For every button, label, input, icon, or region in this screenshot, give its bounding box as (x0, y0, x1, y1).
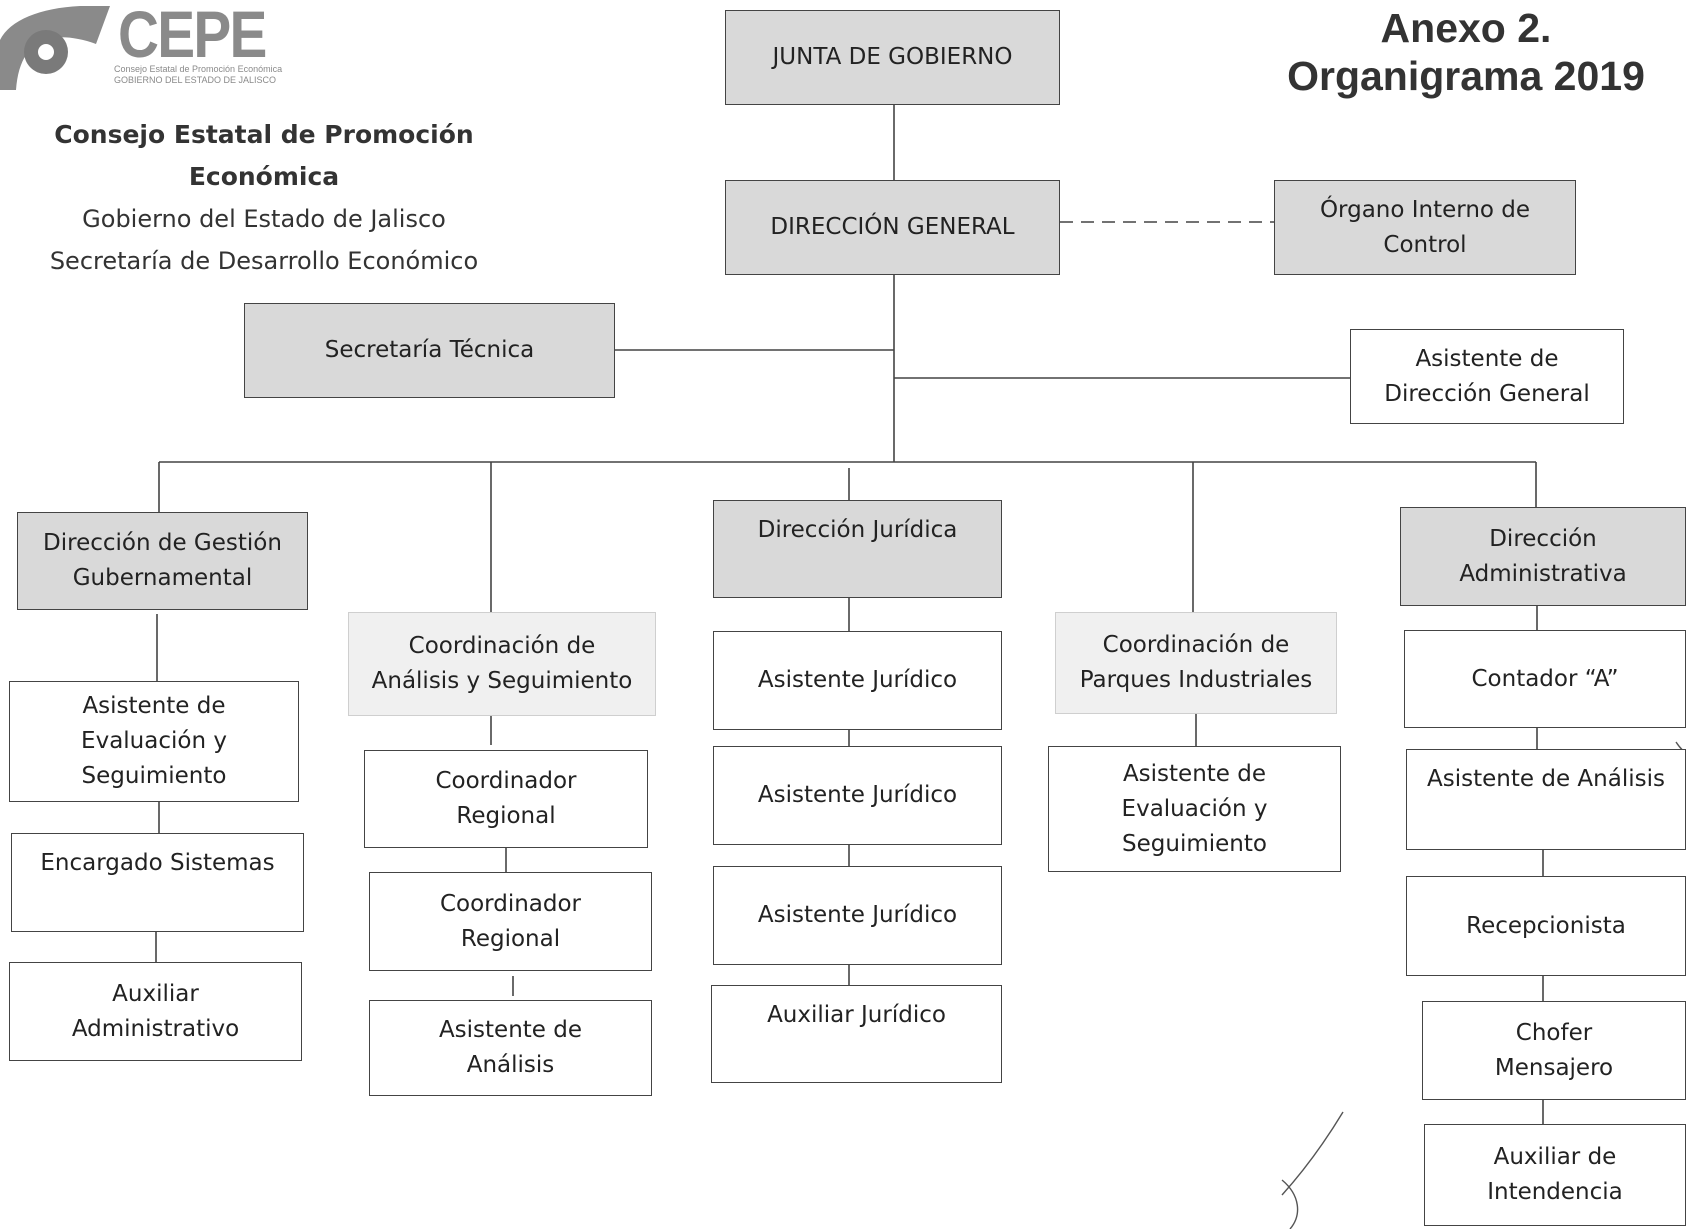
node-direccion-general: DIRECCIÓN GENERAL (725, 180, 1060, 275)
node-label: Coordinación de Análisis y Seguimiento (371, 633, 633, 694)
organization-name: Consejo Estatal de Promoción Económica (54, 120, 474, 191)
node-label: Encargado Sistemas (40, 850, 275, 876)
node-direccion-juridica: Dirección Jurídica (713, 500, 1002, 598)
node-asistente-analisis-2: Asistente de Análisis (1406, 749, 1686, 850)
node-auxiliar-intendencia: Auxiliar de Intendencia (1424, 1124, 1686, 1226)
node-auxiliar-administrativo: Auxiliar Administrativo (9, 962, 302, 1061)
node-asistente-juridico-1: Asistente Jurídico (713, 631, 1002, 730)
node-label: Asistente de Análisis (1427, 766, 1665, 792)
page-title: Anexo 2. Organigrama 2019 (1256, 4, 1676, 100)
node-label: Secretaría Técnica (324, 337, 535, 363)
node-asistente-evaluacion-seguimiento-1: Asistente de Evaluación y Seguimiento (9, 681, 299, 802)
node-label: Asistente Jurídico (757, 902, 958, 928)
logo-subtitle: Consejo Estatal de Promoción Económica G… (114, 64, 282, 86)
node-coordinacion-parques-industriales: Coordinación de Parques Industriales (1055, 612, 1337, 714)
title-line-1: Anexo 2. (1380, 5, 1552, 51)
node-asistente-analisis-1: Asistente de Análisis (369, 1000, 652, 1096)
node-label: Órgano Interno de Control (1319, 196, 1531, 258)
node-encargado-sistemas: Encargado Sistemas (11, 833, 304, 932)
organization-line-2: Gobierno del Estado de Jalisco (82, 205, 446, 233)
node-asistente-juridico-2: Asistente Jurídico (713, 746, 1002, 845)
node-label: Contador “A” (1471, 665, 1619, 692)
node-label: Auxiliar de Intendencia (1487, 1144, 1623, 1205)
logo-mark-icon (0, 6, 110, 90)
node-contador-a: Contador “A” (1404, 630, 1686, 728)
logo-subtitle-line-2: GOBIERNO DEL ESTADO DE JALISCO (114, 75, 277, 85)
node-coordinador-regional-2: Coordinador Regional (369, 872, 652, 971)
node-label: Asistente de Análisis (438, 1017, 583, 1078)
cepe-logo: CEPE Consejo Estatal de Promoción Económ… (0, 0, 340, 100)
organization-header: Consejo Estatal de Promoción Económica G… (0, 114, 534, 282)
node-recepcionista: Recepcionista (1406, 876, 1686, 976)
node-label: Dirección de Gestión Gubernamental (43, 530, 282, 591)
node-label: Asistente de Evaluación y Seguimiento (1121, 760, 1268, 857)
node-label: Coordinador Regional (439, 890, 582, 952)
title-line-2: Organigrama 2019 (1287, 53, 1645, 99)
node-coordinacion-analisis-seguimiento: Coordinación de Análisis y Seguimiento (348, 612, 656, 716)
node-label: Chofer Mensajero (1494, 1019, 1614, 1081)
logo-subtitle-line-1: Consejo Estatal de Promoción Económica (114, 64, 283, 74)
node-label: Recepcionista (1466, 912, 1626, 939)
node-label: Asistente de Dirección General (1384, 345, 1590, 407)
node-organo-interno-de-control: Órgano Interno de Control (1274, 180, 1576, 275)
node-coordinador-regional-1: Coordinador Regional (364, 750, 648, 848)
node-label: JUNTA DE GOBIERNO (772, 44, 1013, 70)
node-label: DIRECCIÓN GENERAL (770, 214, 1015, 240)
node-asistente-evaluacion-seguimiento-2: Asistente de Evaluación y Seguimiento (1048, 746, 1341, 872)
node-label: Auxiliar Administrativo (71, 980, 240, 1042)
node-direccion-gestion-gubernamental: Dirección de Gestión Gubernamental (17, 512, 308, 610)
organization-line-3: Secretaría de Desarrollo Económico (49, 247, 479, 275)
node-label: Dirección Administrativa (1459, 525, 1627, 587)
node-label: Asistente Jurídico (757, 782, 958, 808)
logo-brand: CEPE (118, 0, 267, 71)
node-asistente-direccion-general: Asistente de Dirección General (1350, 329, 1624, 424)
node-chofer-mensajero: Chofer Mensajero (1422, 1001, 1686, 1100)
node-label: Coordinador Regional (435, 768, 577, 829)
node-asistente-juridico-3: Asistente Jurídico (713, 866, 1002, 965)
node-secretaria-tecnica: Secretaría Técnica (244, 303, 615, 398)
node-label: Dirección Jurídica (757, 517, 958, 543)
node-junta-de-gobierno: JUNTA DE GOBIERNO (725, 10, 1060, 105)
node-label: Asistente de Evaluación y Seguimiento (81, 693, 227, 789)
node-label: Coordinación de Parques Industriales (1079, 632, 1313, 693)
node-label: Auxiliar Jurídico (767, 1002, 946, 1028)
node-direccion-administrativa: Dirección Administrativa (1400, 507, 1686, 606)
node-label: Asistente Jurídico (757, 667, 958, 693)
node-auxiliar-juridico: Auxiliar Jurídico (711, 985, 1002, 1083)
